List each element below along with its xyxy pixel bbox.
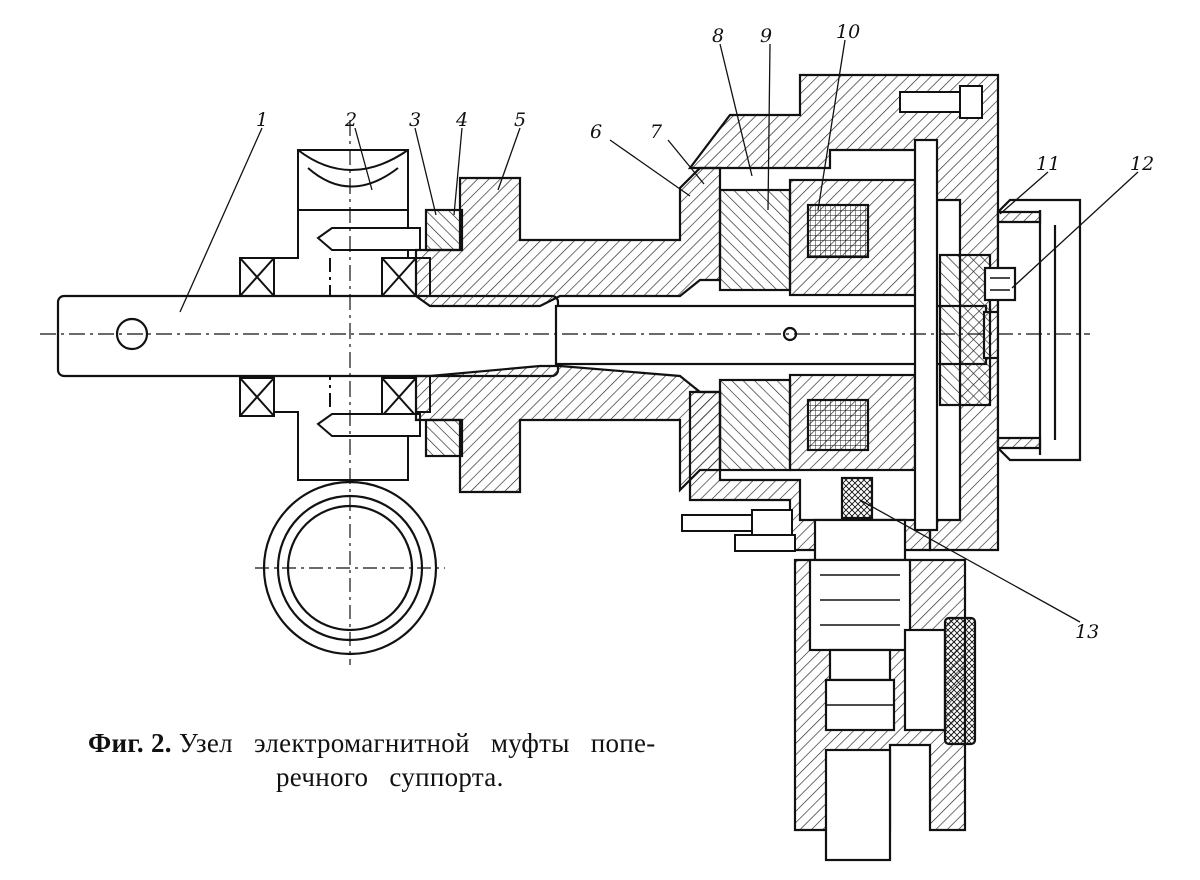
lower-gear-ring	[255, 470, 445, 665]
callout-5: 5	[514, 109, 526, 131]
callout-1: 1	[256, 109, 268, 131]
lower-bracket	[793, 476, 977, 862]
lower-screws	[681, 509, 796, 552]
right-housing	[687, 73, 1000, 552]
studs	[316, 227, 421, 437]
figure-caption: Фиг. 2. Узел электромагнитной муфты попе…	[88, 726, 768, 794]
callout-8: 8	[712, 25, 724, 47]
caption-label: Фиг. 2.	[88, 728, 172, 758]
callout-10: 10	[836, 21, 860, 43]
caption-line-2: речного суппорта.	[276, 762, 504, 792]
callout-6: 6	[590, 121, 602, 143]
callout-13: 13	[1075, 621, 1099, 643]
callout-4: 4	[455, 109, 468, 131]
end-cap	[983, 198, 1082, 462]
leader-lines	[179, 39, 1139, 623]
top-screw	[899, 85, 983, 119]
callout-11: 11	[1036, 153, 1060, 175]
centre-lines	[40, 120, 1090, 470]
callout-3: 3	[409, 109, 421, 131]
left-bearings	[239, 257, 417, 417]
callout-9: 9	[760, 25, 772, 47]
input-shaft	[56, 294, 1030, 378]
callout-labels: 1 2 3 4 5 6 7 8 9 10 11 12 13	[256, 21, 1154, 643]
caption-line-1: Узел электромагнитной муфты попе-	[178, 728, 656, 758]
callout-2: 2	[344, 109, 357, 131]
callout-7: 7	[650, 121, 663, 143]
callout-12: 12	[1130, 153, 1154, 175]
